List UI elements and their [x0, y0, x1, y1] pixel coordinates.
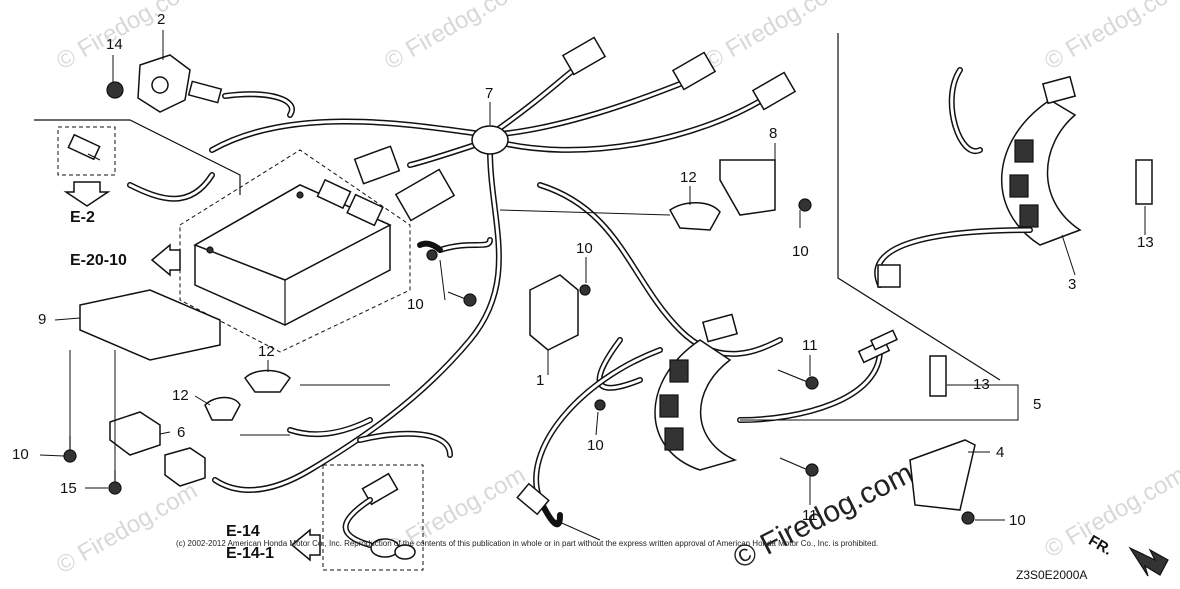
- sub-harness: [737, 329, 947, 423]
- bolt: [63, 249, 477, 495]
- callout-3: 3: [1068, 276, 1077, 293]
- callout-11: 11: [802, 337, 818, 354]
- bolt: [777, 369, 819, 477]
- diagram-code: Z3S0E2000A: [1016, 568, 1088, 582]
- callout-12: 12: [258, 343, 275, 360]
- arrow-e20-10: [150, 243, 181, 277]
- callout-9: 9: [38, 311, 47, 328]
- ecu-dashed-box: [179, 149, 411, 353]
- harness-clip: [204, 396, 241, 421]
- callout-10: 10: [587, 437, 604, 454]
- harness-clip: [669, 202, 721, 231]
- frame-line-left: [34, 119, 241, 195]
- callout-11: 11: [802, 507, 818, 524]
- callout-10: 10: [12, 446, 29, 463]
- ref-e14-1: E-14-1: [226, 545, 275, 562]
- callout-10: 10: [407, 296, 424, 313]
- stator-assembly: [516, 313, 738, 528]
- ecu-unit: [193, 178, 392, 326]
- callout-5: 5: [1033, 396, 1042, 413]
- main-wire-harness: [209, 62, 783, 493]
- stator-assembly-alt: [874, 67, 1153, 288]
- bracket: [909, 439, 976, 511]
- callout-12: 12: [172, 387, 189, 404]
- sensor-e2: [67, 133, 101, 161]
- harness-clip: [244, 369, 291, 393]
- callout-10: 10: [1009, 512, 1026, 529]
- callout-6: 6: [177, 424, 186, 441]
- copyright-notice: (c) 2002-2012 American Honda Motor Co., …: [176, 539, 879, 548]
- oxygen-sensor: [342, 472, 416, 560]
- ignition-module: [529, 274, 606, 411]
- callout-10: 10: [576, 240, 593, 257]
- e14-dashed-box: [322, 464, 424, 571]
- crank-position-sensor: [106, 54, 295, 118]
- callout-15: 15: [60, 480, 77, 497]
- leader-lines: [39, 30, 1146, 541]
- callout-2: 2: [157, 11, 166, 28]
- callout-4: 4: [996, 444, 1005, 461]
- callout-7: 7: [485, 85, 494, 102]
- relay: [109, 411, 206, 487]
- callout-10: 10: [792, 243, 809, 260]
- e2-dashed-box: [57, 126, 116, 176]
- frame-line-right: [837, 33, 1001, 381]
- arrow-e14: [290, 528, 321, 562]
- callout-8: 8: [769, 125, 778, 142]
- harness-connectors: [353, 36, 797, 222]
- arrow-e2: [63, 181, 111, 207]
- e2-lead-wire: [127, 172, 215, 202]
- front-arrow-icon: [1128, 546, 1169, 577]
- ecu-bracket: [79, 289, 221, 361]
- callout-13: 13: [1137, 234, 1154, 251]
- callout-14: 14: [106, 36, 123, 53]
- callout-12: 12: [680, 169, 697, 186]
- bracket: [719, 159, 776, 216]
- ref-e20-10: E-20-10: [70, 252, 127, 269]
- callout-13: 13: [973, 376, 990, 393]
- ref-e14: E-14: [226, 523, 260, 540]
- callout-1: 1: [536, 372, 545, 389]
- ref-e2: E-2: [70, 209, 95, 226]
